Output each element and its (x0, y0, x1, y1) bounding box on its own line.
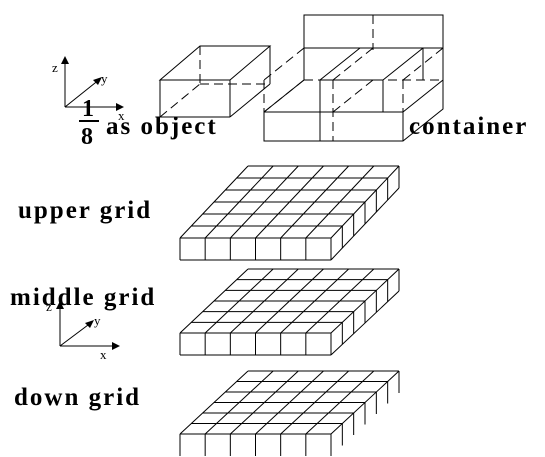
axis-y-arrow (85, 320, 94, 328)
axis-x-arrow (112, 342, 120, 350)
upper-grid-label: upper grid (18, 197, 152, 224)
grid-bottom-edge (330, 290, 400, 356)
fraction-numerator: 1 (82, 96, 94, 122)
down-grid (179, 370, 400, 456)
axis-y-line (64, 78, 101, 108)
grid-bottom-edge (330, 187, 400, 261)
fraction-denominator: 8 (81, 124, 93, 150)
axes-bottom: z y x (46, 299, 120, 362)
fraction-one-eighth: 1 8 (79, 96, 99, 150)
axis-label-z: z (46, 299, 52, 314)
down-grid-label: down grid (14, 384, 141, 411)
axis-label-x: x (100, 347, 107, 362)
upper-grid (179, 165, 400, 261)
axis-y-arrow (93, 77, 102, 85)
container-box (263, 14, 444, 142)
axis-label-z: z (52, 60, 58, 75)
axis-z-arrow (61, 56, 69, 64)
axis-label-y: y (101, 71, 108, 86)
axis-label-x: x (118, 108, 125, 123)
axis-x-arrow (116, 103, 124, 111)
container-label: container (409, 113, 528, 140)
axis-z-arrow (56, 301, 64, 309)
axes-top: z y x (52, 56, 125, 123)
middle-grid (179, 268, 400, 356)
axis-y-line (59, 321, 93, 347)
axis-label-y: y (94, 313, 101, 328)
object-box (158, 45, 272, 118)
middle-grid-label: middle grid (10, 284, 156, 311)
